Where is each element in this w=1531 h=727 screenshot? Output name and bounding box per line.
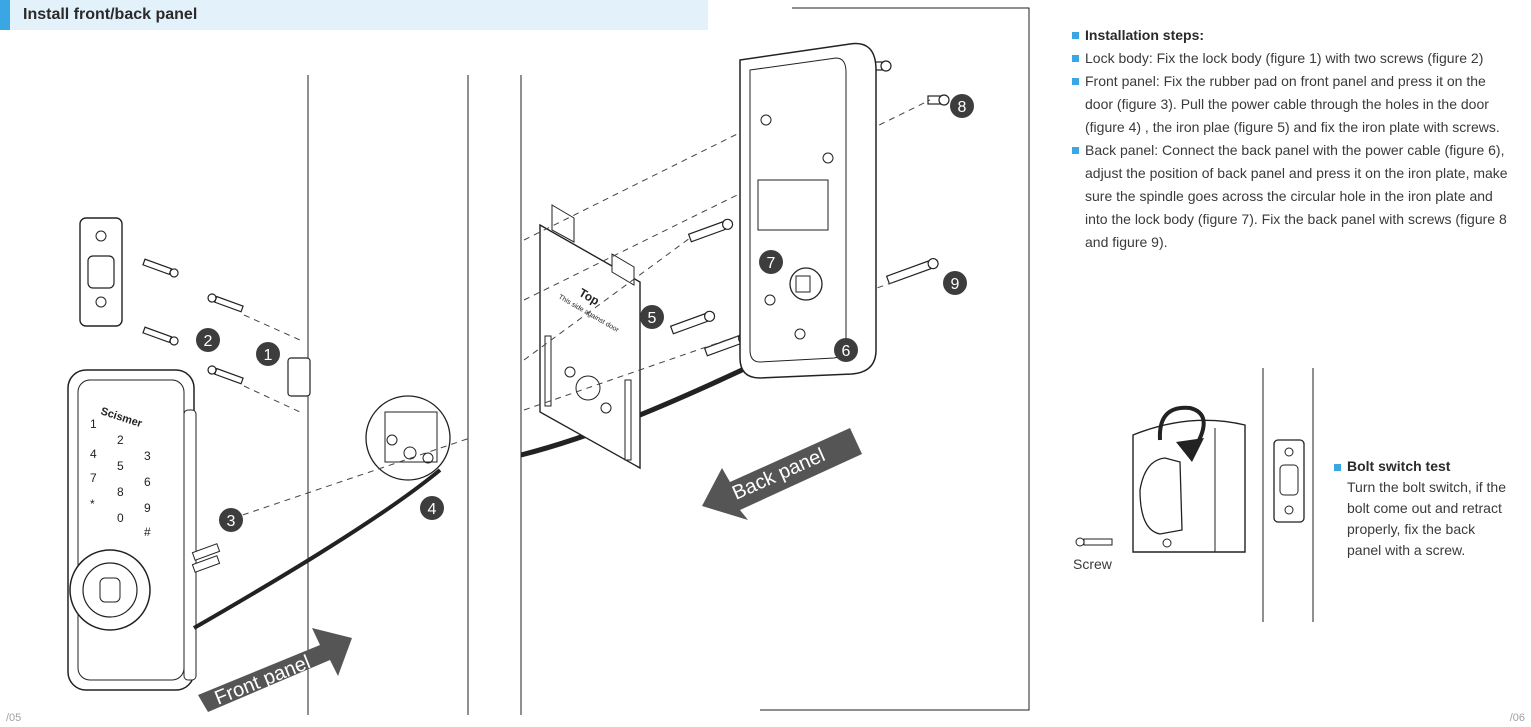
- bolt-switch-test: Bolt switch test Turn the bolt switch, i…: [1332, 456, 1512, 561]
- keypad-key: 5: [117, 459, 124, 473]
- bolt-test-figure: [1075, 368, 1314, 622]
- badge-number: 5: [648, 310, 657, 327]
- page-number-right: /06: [1509, 712, 1525, 724]
- keypad-key: 9: [144, 501, 151, 515]
- badge-4: [420, 496, 444, 520]
- lock-bolt-figure: [287, 357, 311, 397]
- badge-number: 9: [951, 276, 960, 293]
- keypad-key: 7: [90, 471, 97, 485]
- bullet-icon: [1072, 147, 1079, 154]
- badge-2: [196, 328, 220, 352]
- keypad-key: 6: [144, 475, 151, 489]
- badge-6: [834, 338, 858, 362]
- keypad-key: 1: [90, 417, 97, 431]
- badge-number: 4: [428, 501, 437, 518]
- door-frame: [760, 7, 1030, 711]
- back-panel-figure: [739, 42, 877, 379]
- back-panel-arrow: [702, 428, 862, 520]
- keypad-key: 3: [144, 449, 151, 463]
- installation-steps: Installation steps: Lock body: Fix the l…: [1070, 24, 1510, 254]
- section-header-bar: [0, 0, 708, 30]
- bullet-icon: [1072, 55, 1079, 62]
- page-number-left: /05: [6, 712, 22, 724]
- step-item: Back panel: Connect the back panel with …: [1070, 139, 1510, 254]
- bolt-test-text: Turn the bolt switch, if the bolt come o…: [1347, 479, 1506, 558]
- badge-number: 2: [204, 333, 213, 350]
- step-item: Front panel: Fix the rubber pad on front…: [1070, 70, 1510, 139]
- badge-8: [950, 94, 974, 118]
- front-panel-arrow: [198, 628, 352, 712]
- badge-1: [256, 342, 280, 366]
- keypad-key: 0: [117, 511, 124, 525]
- bolt-test-heading: Bolt switch test: [1332, 456, 1512, 477]
- badge-number: 6: [842, 343, 851, 360]
- step-item: Lock body: Fix the lock body (figure 1) …: [1070, 47, 1510, 70]
- section-title: Install front/back panel: [23, 6, 198, 23]
- badge-number: 7: [767, 255, 776, 272]
- steps-heading: Installation steps:: [1070, 24, 1510, 47]
- badge-3: [219, 508, 243, 532]
- keypad-key: 2: [117, 433, 124, 447]
- badge-9: [943, 271, 967, 295]
- front-panel-figure: [67, 369, 221, 691]
- badge-numbers: 1 2 3 4 5 6 7 8 9: [204, 99, 967, 530]
- screw-label: Screw: [1073, 556, 1112, 572]
- strike-plate-figure: [79, 217, 123, 327]
- bullet-icon: [1072, 32, 1079, 39]
- badge-number: 1: [264, 347, 273, 364]
- door-hole-zoom: [365, 395, 451, 481]
- iron-plate-figure: [539, 204, 641, 470]
- figure-badges: [196, 94, 974, 532]
- bullet-icon: [1334, 464, 1341, 471]
- keypad-key: 4: [90, 447, 97, 461]
- front-panel-arrow-label: Front panel: [212, 651, 314, 709]
- front-power-cable: [193, 468, 442, 630]
- badge-number: 3: [227, 513, 236, 530]
- screws-figure-2: [142, 258, 244, 385]
- keypad-key: #: [144, 525, 151, 539]
- keypad-key: *: [90, 497, 95, 511]
- bullet-icon: [1072, 78, 1079, 85]
- section-header-accent: [0, 0, 10, 30]
- badge-7: [759, 250, 783, 274]
- badge-number: 8: [958, 99, 967, 116]
- keypad: 1 2 3 4 5 6 7 8 9 * 0 #: [90, 417, 151, 539]
- keypad-key: 8: [117, 485, 124, 499]
- badge-5: [640, 305, 664, 329]
